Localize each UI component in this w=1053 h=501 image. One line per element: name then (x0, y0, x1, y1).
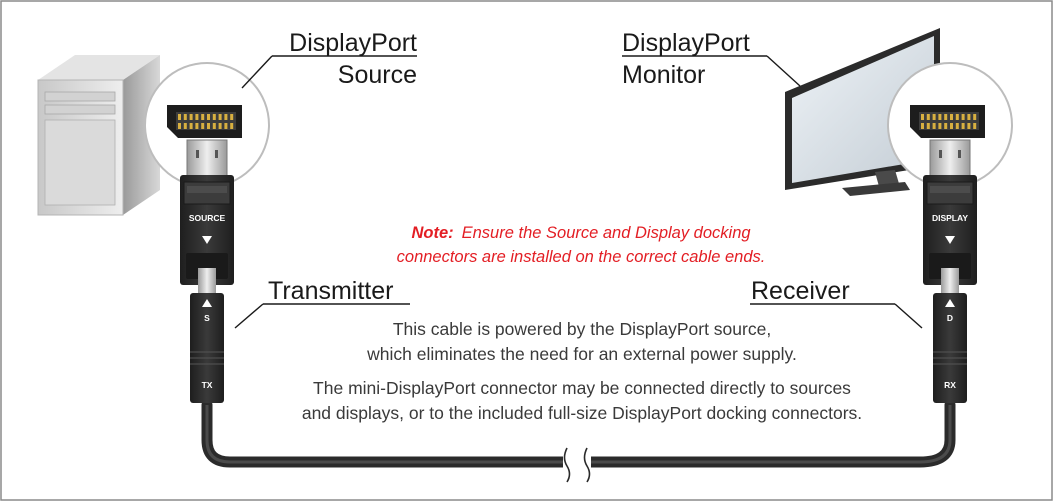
port-pin (195, 123, 199, 129)
port-pin (932, 123, 936, 129)
port-pin (212, 114, 216, 120)
port-pin (944, 123, 948, 129)
transmitter-label: Transmitter (268, 277, 393, 305)
note-line1: Note: Ensure the Source and Display docki… (411, 224, 751, 242)
receiver-end-letter: D (947, 313, 953, 323)
port-pin (955, 123, 959, 129)
receiver-label: Receiver (751, 277, 850, 305)
receiver-leader-line (894, 303, 923, 329)
info-line1: This cable is powered by the DisplayPort… (393, 319, 771, 339)
port-pin (938, 114, 942, 120)
display-connector-label: DISPLAY (932, 213, 968, 223)
port-pin (926, 114, 930, 120)
monitor-leader-line (766, 55, 801, 87)
arrow-up-icon (202, 299, 212, 307)
port-pin (938, 123, 942, 129)
port-pin (178, 114, 181, 120)
info-line4: and displays, or to the included full-si… (302, 403, 862, 423)
port-pin (195, 114, 199, 120)
monitor-title-line2: Monitor (622, 61, 705, 89)
port-pin (207, 123, 210, 129)
info-line2: which eliminates the need for an externa… (366, 344, 797, 364)
transmitter-connector: SOURCE S TX (180, 139, 234, 403)
port-pin (178, 123, 181, 129)
port-pin (230, 123, 234, 129)
port-pin (189, 114, 193, 120)
port-pin (218, 123, 222, 129)
source-title-line2: Source (338, 61, 417, 89)
port-pin (950, 114, 953, 120)
port-pin (973, 123, 977, 129)
arrow-down-icon (202, 236, 212, 244)
info-line3: The mini-DisplayPort connector may be co… (313, 378, 851, 398)
transmitter-end-letter: S (204, 313, 210, 323)
arrow-down-icon (945, 236, 955, 244)
source-leader-line (241, 55, 273, 89)
port-pin (921, 123, 924, 129)
source-title-line1: DisplayPort (289, 29, 417, 57)
port-pin (224, 123, 228, 129)
note-prefix: Note: (411, 224, 453, 242)
port-pin (967, 114, 971, 120)
pc-tower-icon (37, 55, 160, 216)
port-pin (961, 114, 965, 120)
port-pin (944, 114, 948, 120)
port-pin (183, 123, 187, 129)
source-connector-label: SOURCE (189, 213, 226, 223)
port-pin (973, 114, 977, 120)
transmitter-tag: TX (202, 380, 213, 390)
note-line1-text: Ensure the Source and Display docking (462, 224, 752, 242)
port-pin (926, 123, 930, 129)
port-pin (201, 123, 205, 129)
displayport-plug-icon (167, 105, 242, 138)
port-pin (961, 123, 965, 129)
note-line2: connectors are installed on the correct … (397, 248, 766, 266)
port-pin (212, 123, 216, 129)
port-pin (218, 114, 222, 120)
cable-break-icon (563, 447, 591, 483)
port-pin (967, 123, 971, 129)
port-pin (189, 123, 193, 129)
port-pin (224, 114, 228, 120)
transmitter-leader-line (234, 303, 264, 329)
arrow-up-icon (945, 299, 955, 307)
port-pin (932, 114, 936, 120)
displayport-plug-icon (910, 105, 985, 138)
port-pin (230, 114, 234, 120)
port-pin (955, 114, 959, 120)
port-pin (950, 123, 953, 129)
port-pin (183, 114, 187, 120)
port-pin (201, 114, 205, 120)
receiver-connector: DISPLAY D RX (923, 139, 977, 403)
monitor-title-line1: DisplayPort (622, 29, 750, 57)
receiver-tag: RX (944, 380, 956, 390)
port-pin (207, 114, 210, 120)
port-pin (921, 114, 924, 120)
